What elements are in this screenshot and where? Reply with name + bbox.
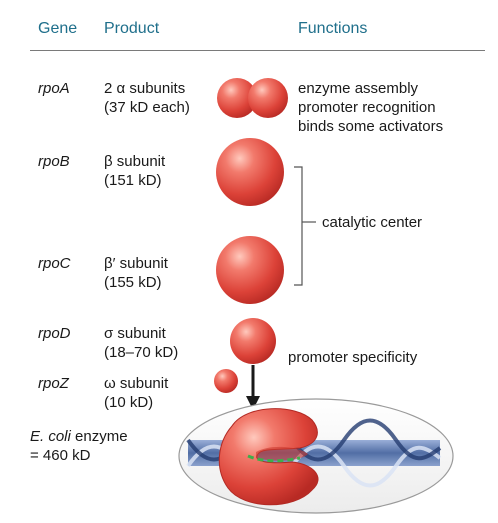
enzyme-word: enzyme [70,428,128,445]
product-beta-line1: β subunit [104,153,166,170]
beta-prime-subunit [216,236,284,304]
gene-rpoA: rpoA [38,80,70,97]
gene-column-header: Gene [38,20,78,37]
product-alpha: 2 α subunits (37 kD each) [104,79,190,117]
enzyme-mass: = 460 kD [30,447,91,464]
beta-subunit [216,138,284,206]
function-binds-activators: binds some activators [298,118,444,135]
product-alpha-line1: 2 α subunits [104,80,186,97]
gene-rpoD: rpoD [38,325,71,342]
product-omega-line2: (10 kD) [104,394,154,411]
enzyme-name: E. coli enzyme [30,427,128,446]
product-omega-line1: ω subunit [104,375,169,392]
alpha-functions: enzyme assembly promoter recognition bin… [298,79,443,136]
product-sigma-line2: (18–70 kD) [104,344,179,361]
product-beta-prime-line2: (155 kD) [104,274,162,291]
promoter-specificity-label: promoter specificity [288,349,418,366]
product-sigma: σ subunit (18–70 kD) [104,324,178,362]
functions-column-header: Functions [298,20,368,37]
enzyme-label: E. coli enzyme = 460 kD [30,427,128,465]
product-column-header: Product [104,20,160,37]
product-beta-line2: (151 kD) [104,172,162,189]
header-divider [30,50,485,51]
function-enzyme-assembly: enzyme assembly [298,80,419,97]
gene-rpoC: rpoC [38,255,71,272]
gene-rpoB: rpoB [38,153,70,170]
product-omega: ω subunit (10 kD) [104,374,168,412]
omega-subunit [214,369,238,393]
alpha-subunit-pair [217,78,288,118]
alpha-subunit-1 [217,78,257,118]
product-alpha-line2: (37 kD each) [104,99,190,116]
gene-rpoZ: rpoZ [38,375,69,392]
catalytic-bracket [294,166,303,286]
alpha-subunit-2 [248,78,288,118]
product-sigma-line1: σ subunit [104,325,166,342]
enzyme-species: E. coli [30,428,71,445]
product-beta-prime: β′ subunit (155 kD) [104,254,168,292]
assembly-arrow [246,365,260,410]
product-beta-prime-line1: β′ subunit [104,255,168,272]
catalytic-center-label: catalytic center [322,214,423,231]
sigma-subunit [230,318,276,364]
function-promoter-recognition: promoter recognition [298,99,436,116]
product-beta: β subunit (151 kD) [104,152,165,190]
rna-polymerase-holoenzyme [218,408,319,506]
